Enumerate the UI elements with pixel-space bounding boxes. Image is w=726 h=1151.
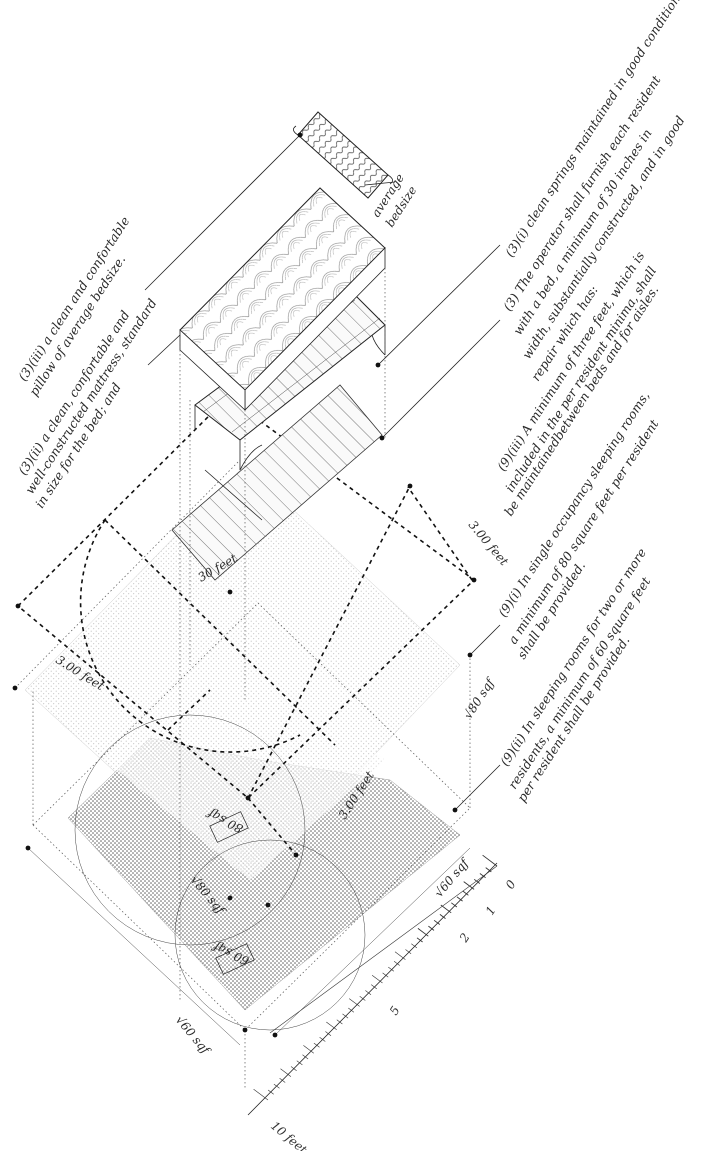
scale-tick-mark	[382, 972, 389, 978]
scale-tick-mark	[349, 998, 360, 1007]
scale-tick-mark	[348, 1007, 355, 1013]
floor-plate-60-dark	[67, 640, 461, 1011]
scale-tick-mark	[388, 966, 395, 972]
pillow	[293, 111, 393, 199]
room-outline	[14, 459, 471, 1090]
scale-tick-mark	[485, 867, 492, 873]
scale-tick-mark	[462, 890, 469, 896]
scale-tick-mark	[302, 1054, 309, 1060]
projection-guides	[179, 268, 386, 1000]
scale-tick-mark	[394, 951, 406, 960]
scale-tick-mark	[411, 943, 418, 949]
scale-tick-mark	[428, 925, 435, 931]
scale-tick-mark	[359, 996, 366, 1001]
scale-tick-2: 2	[456, 931, 472, 946]
scale-tick-mark	[482, 854, 498, 867]
scale-tick-mark	[342, 1013, 349, 1019]
faint-circle-guides	[74, 714, 366, 1031]
root60-left-label: √60 sqf	[173, 1013, 214, 1058]
scale-tick-0: 0	[503, 877, 519, 891]
scale-tick-mark	[273, 1083, 280, 1089]
scale-bar	[247, 854, 498, 1116]
scale-tick-mark	[296, 1060, 303, 1066]
scale-tick-mark	[439, 914, 446, 919]
scale-tick-mark	[371, 984, 377, 990]
scale-tick-mark	[371, 974, 383, 984]
leader-lines	[144, 134, 501, 811]
scale-tick-mark	[479, 873, 486, 879]
scale-tick-1: 1	[483, 904, 499, 918]
scale-tick-mark	[473, 878, 481, 884]
scale-tick-mark	[451, 902, 458, 908]
root80-right-label: √80 sqf	[461, 674, 499, 722]
scale-end-label: 10 feet	[268, 1119, 310, 1151]
scale-tick-mark	[279, 1078, 286, 1083]
scale-tick-mark	[456, 896, 463, 902]
bed-base-slats	[171, 384, 383, 581]
scale-tick-mark	[405, 949, 412, 955]
area60-box	[215, 943, 255, 975]
scale-tick-mark	[433, 919, 441, 925]
mattress	[179, 187, 386, 411]
scale-tick-mark	[365, 990, 372, 995]
scale-tick-mark	[326, 1021, 337, 1031]
scale-tick-mark	[325, 1031, 332, 1036]
scale-tick-mark	[440, 904, 452, 914]
scale-tick-mark	[336, 1019, 343, 1025]
scale-tick-mark	[416, 937, 423, 943]
scale-tick-mark	[290, 1066, 297, 1072]
scale-tick-mark	[280, 1068, 292, 1077]
scale-tick-mark	[253, 1088, 269, 1101]
scale-tick-mark	[393, 961, 400, 966]
scale-tick-mark	[267, 1089, 274, 1095]
scale-tick-mark	[319, 1037, 326, 1042]
scale-tick-5: 5	[387, 1004, 403, 1018]
scale-tick-mark	[303, 1045, 314, 1054]
root60-right-label: √60 sqf	[432, 854, 473, 899]
scale-tick-mark	[417, 928, 429, 937]
mattress-line-2: well-constructed mattress, standard	[22, 296, 160, 497]
key-points	[12, 132, 477, 1038]
three-feet-top-label: 3.00 feet	[466, 518, 512, 569]
scale-tick-mark	[463, 881, 475, 890]
annotation-mattress: (3)(ii) a clean, confortable and well-co…	[15, 296, 160, 511]
scale-tick-mark	[313, 1042, 320, 1048]
area80-box	[209, 811, 249, 843]
